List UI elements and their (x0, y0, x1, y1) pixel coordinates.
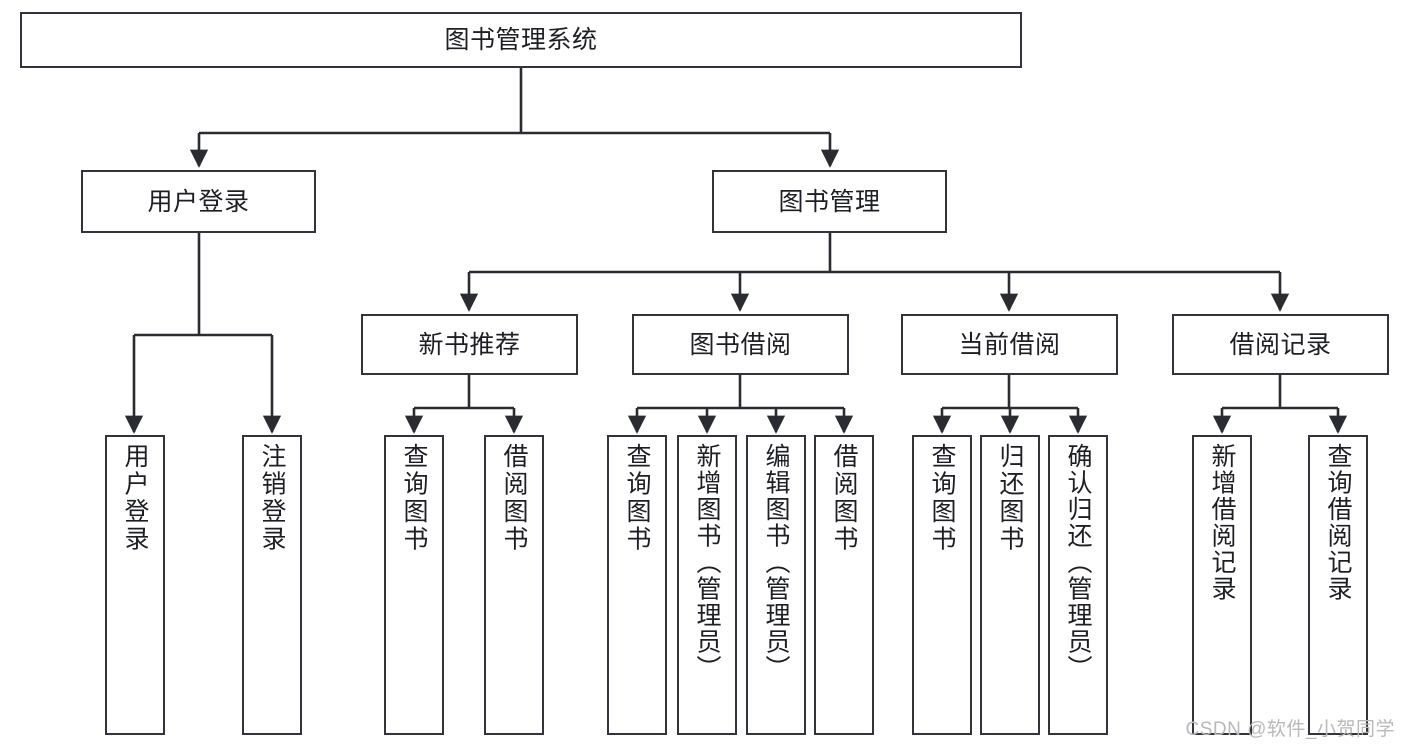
csdn-watermark: CSDN @软件_小贺同学 (1185, 719, 1395, 740)
node-leaf-add-book[interactable]: 新增图书（管理员） (677, 435, 737, 735)
node-leaf-borrow-book-2-label: 借阅图书 (830, 443, 858, 553)
node-leaf-query-book-2[interactable]: 查询图书 (607, 435, 667, 735)
node-new-book-recommend[interactable]: 新书推荐 (361, 314, 578, 375)
node-book-borrow-label: 图书借阅 (689, 330, 792, 359)
node-leaf-borrow-book-2[interactable]: 借阅图书 (814, 435, 874, 735)
node-leaf-edit-book-label: 编辑图书（管理员） (762, 443, 790, 682)
node-leaf-query-book-2-label: 查询图书 (623, 443, 651, 553)
node-borrow-record[interactable]: 借阅记录 (1172, 314, 1389, 375)
node-leaf-query-book-1[interactable]: 查询图书 (384, 435, 444, 735)
node-leaf-query-record-label: 查询借阅记录 (1324, 443, 1352, 602)
node-leaf-borrow-book-1[interactable]: 借阅图书 (484, 435, 544, 735)
node-leaf-edit-book[interactable]: 编辑图书（管理员） (746, 435, 806, 735)
node-leaf-user-login[interactable]: 用户登录 (105, 435, 165, 735)
node-leaf-add-book-label: 新增图书（管理员） (693, 443, 721, 682)
node-leaf-query-record[interactable]: 查询借阅记录 (1308, 435, 1368, 735)
node-book-manage[interactable]: 图书管理 (712, 170, 947, 233)
node-borrow-record-label: 借阅记录 (1229, 330, 1332, 359)
node-leaf-logout[interactable]: 注销登录 (242, 435, 302, 735)
node-leaf-return-book-label: 归还图书 (996, 443, 1024, 553)
node-book-manage-label: 图书管理 (778, 187, 881, 216)
node-leaf-query-book-3-label: 查询图书 (928, 443, 956, 553)
node-leaf-add-record-label: 新增借阅记录 (1208, 443, 1236, 602)
node-root-label: 图书管理系统 (444, 26, 598, 54)
node-new-book-recommend-label: 新书推荐 (418, 330, 521, 359)
node-leaf-add-record[interactable]: 新增借阅记录 (1192, 435, 1252, 735)
node-user-login[interactable]: 用户登录 (81, 170, 316, 233)
node-current-borrow-label: 当前借阅 (958, 330, 1061, 359)
node-root[interactable]: 图书管理系统 (20, 12, 1022, 68)
node-user-login-label: 用户登录 (147, 187, 250, 216)
node-leaf-query-book-1-label: 查询图书 (400, 443, 428, 553)
node-leaf-query-book-3[interactable]: 查询图书 (912, 435, 972, 735)
node-leaf-return-book[interactable]: 归还图书 (980, 435, 1040, 735)
node-leaf-user-login-label: 用户登录 (121, 443, 149, 553)
node-book-borrow[interactable]: 图书借阅 (632, 314, 849, 375)
node-leaf-logout-label: 注销登录 (258, 443, 286, 553)
node-leaf-confirm-return-label: 确认归还（管理员） (1064, 443, 1092, 682)
node-leaf-borrow-book-1-label: 借阅图书 (500, 443, 528, 553)
node-leaf-confirm-return[interactable]: 确认归还（管理员） (1048, 435, 1108, 735)
node-current-borrow[interactable]: 当前借阅 (901, 314, 1118, 375)
